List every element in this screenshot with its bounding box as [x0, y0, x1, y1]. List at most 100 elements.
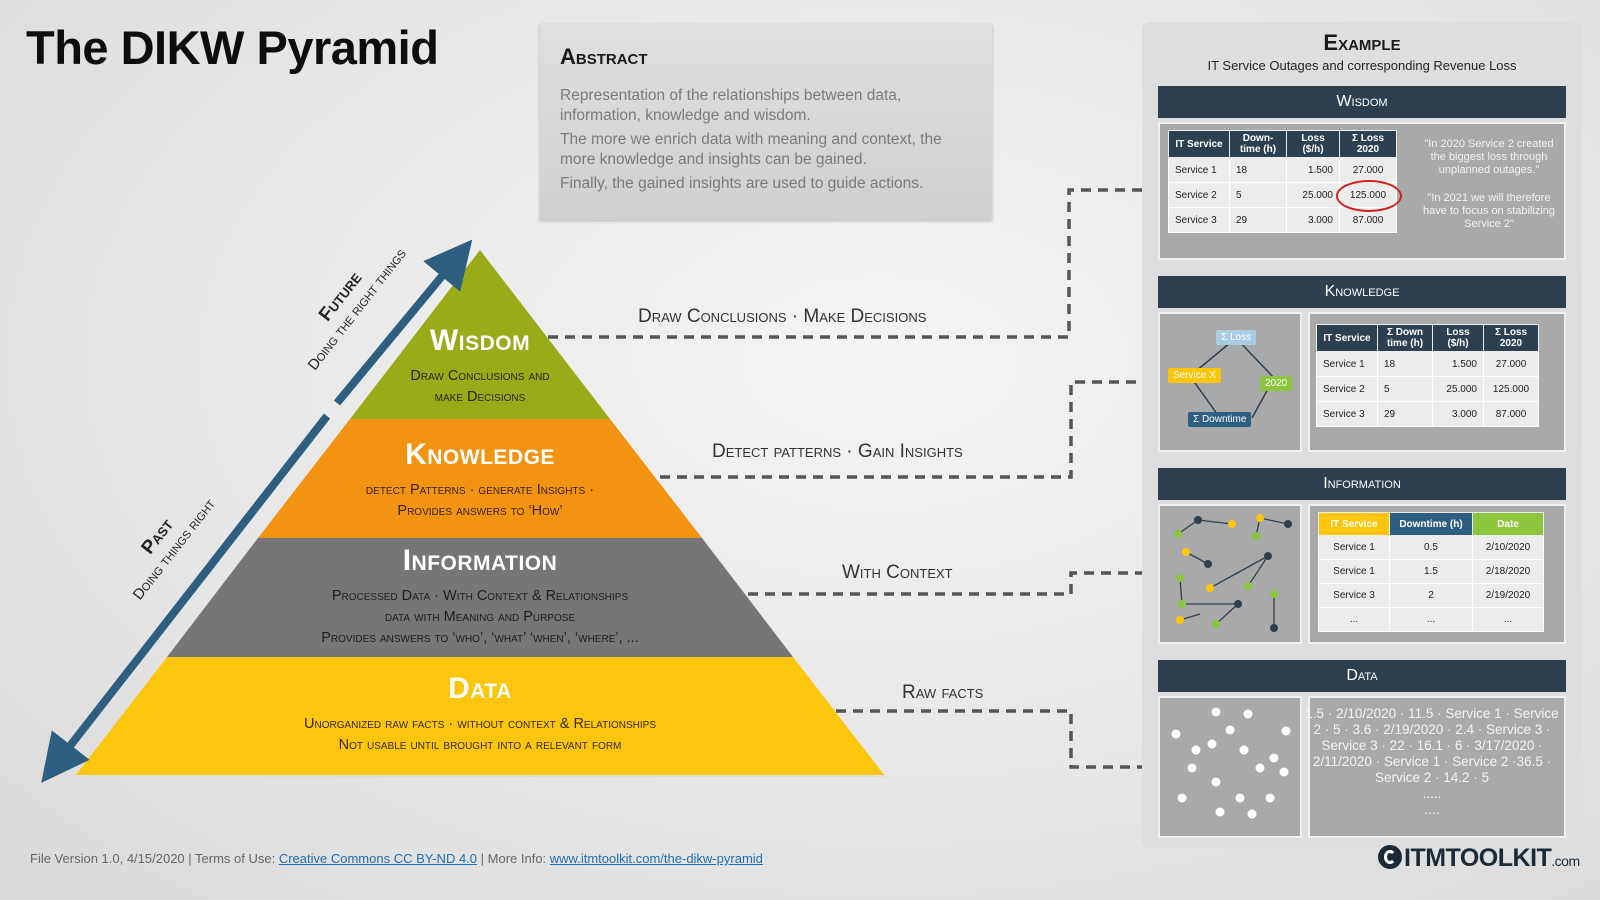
information-header-downtime: Downtime (h) — [1389, 512, 1473, 536]
data-line-2: Not usable until brought into a relevant… — [338, 737, 622, 753]
example-wisdom-box: IT Service Down-time (h) Loss ($/h) Σ Lo… — [1158, 122, 1566, 260]
table-cell: Service 1 — [1318, 535, 1390, 560]
table-cell: Service 3 — [1318, 583, 1390, 608]
information-title: Information — [402, 544, 558, 577]
table-cell: 0.5 — [1389, 535, 1473, 560]
data-title: Data — [448, 672, 512, 705]
table-cell: Service 2 — [1168, 182, 1230, 208]
information-line-1: Processed Data · With Context & Relation… — [331, 588, 629, 604]
node-service-x: Service X — [1168, 368, 1221, 383]
wisdom-title: Wisdom — [429, 324, 531, 357]
raw-data-text: 1.5 · 2/10/2020 · 11.5 · Service 1 · Ser… — [1300, 706, 1564, 818]
connector-wisdom — [548, 188, 1142, 339]
information-header-date: Date — [1472, 512, 1544, 536]
table-cell: Service 1 — [1168, 157, 1230, 183]
knowledge-header-sum-loss: Σ Loss 2020 — [1483, 324, 1539, 352]
knowledge-line-2: Provides answers to ‘How’ — [397, 503, 563, 519]
raw-data-ellipsis-2: .... — [1424, 802, 1440, 817]
table-row: Service 3 29 3.000 87.000 — [1316, 401, 1539, 427]
wisdom-quote-2: "In 2021 we will therefore have to focus… — [1422, 192, 1556, 230]
table-cell: ... — [1472, 607, 1544, 632]
table-cell: Service 3 — [1316, 401, 1378, 427]
abstract-paragraph-3: Finally, the gained insights are used to… — [560, 175, 924, 192]
table-row: Service 1 18 1.500 27.000 — [1168, 157, 1397, 183]
example-title: Example — [1323, 30, 1401, 55]
node-2020: 2020 — [1260, 376, 1293, 391]
table-cell: Service 3 — [1168, 207, 1230, 233]
table-cell: 87.000 — [1483, 401, 1539, 427]
information-table: IT Service Downtime (h) Date Service 1 0… — [1318, 512, 1544, 632]
information-graph-box — [1158, 504, 1302, 644]
table-cell: 25.000 — [1432, 376, 1484, 402]
connector-data — [836, 709, 1142, 769]
data-scatter-dots — [1171, 707, 1291, 819]
table-row: Service 2 5 25.000 125.000 — [1316, 376, 1539, 402]
abstract-paragraph-2: The more we enrich data with meaning and… — [560, 131, 942, 168]
table-cell: 3.000 — [1286, 207, 1340, 233]
connector-knowledge — [660, 380, 1142, 479]
wisdom-block: Wisdom Draw Conclusions and make Decisio… — [360, 324, 600, 408]
knowledge-graph-box: Σ Loss Service X 2020 Σ Downtime — [1158, 312, 1302, 452]
label-draw-conclusions: Draw Conclusions · Make Decisions — [638, 306, 927, 327]
table-cell: ... — [1318, 607, 1390, 632]
information-line-2: data with Meaning and Purpose — [384, 609, 576, 625]
knowledge-block: Knowledge detect Patterns · generate Ins… — [280, 438, 680, 522]
itmtoolkit-logo: ITMTOOLKIT.com — [1378, 844, 1580, 873]
data-line-1: Unorganized raw facts · without context … — [304, 716, 656, 732]
table-row: Service 1 18 1.500 27.000 — [1316, 351, 1539, 377]
table-row: Service 3 2 2/19/2020 — [1318, 583, 1544, 608]
example-panel: Example IT Service Outages and correspon… — [1142, 22, 1582, 848]
wisdom-header-sum-loss: Σ Loss 2020 — [1339, 130, 1397, 158]
table-cell: Service 1 — [1318, 559, 1390, 584]
abstract-box: Abstract Representation of the relations… — [540, 24, 992, 220]
information-network — [1174, 514, 1292, 632]
information-block: Information Processed Data · With Contex… — [230, 544, 730, 649]
table-cell: 2 — [1389, 583, 1473, 608]
table-cell: ... — [1389, 607, 1473, 632]
table-row: ... ... ... — [1318, 607, 1544, 632]
knowledge-title: Knowledge — [405, 438, 555, 471]
wrench-icon — [1378, 845, 1402, 869]
table-cell: 2/10/2020 — [1472, 535, 1544, 560]
license-link[interactable]: Creative Commons CC BY-ND 4.0 — [278, 851, 478, 866]
wisdom-header-downtime: Down-time (h) — [1229, 130, 1287, 158]
highlighted-cell: 125.000 — [1336, 180, 1402, 212]
raw-data-ellipsis-1: ..... — [1422, 786, 1442, 801]
pyramid-wisdom-layer — [350, 250, 610, 419]
table-cell: 25.000 — [1286, 182, 1340, 208]
table-cell: 27.000 — [1339, 157, 1397, 183]
information-table-box: IT Service Downtime (h) Date Service 1 0… — [1308, 504, 1566, 644]
table-cell: 27.000 — [1483, 351, 1539, 377]
wisdom-table: IT Service Down-time (h) Loss ($/h) Σ Lo… — [1168, 130, 1402, 233]
example-knowledge-band: Knowledge — [1158, 276, 1566, 308]
wisdom-line-1: Draw Conclusions and — [410, 368, 550, 384]
wisdom-header-service: IT Service — [1168, 130, 1230, 158]
abstract-paragraph-1: Representation of the relationships betw… — [560, 87, 902, 124]
table-row: Service 1 0.5 2/10/2020 — [1318, 535, 1544, 560]
table-cell: 3.000 — [1432, 401, 1484, 427]
table-cell: 2/18/2020 — [1472, 559, 1544, 584]
logo-text: ITMTOOLKIT — [1404, 844, 1552, 872]
example-subtitle: IT Service Outages and corresponding Rev… — [1207, 58, 1517, 73]
table-cell: 2/19/2020 — [1472, 583, 1544, 608]
table-cell: 125.000 — [1483, 376, 1539, 402]
data-block: Data Unorganized raw facts · without con… — [180, 672, 780, 756]
pyramid-knowledge-layer — [258, 419, 702, 538]
raw-data-values: 1.5 · 2/10/2020 · 11.5 · Service 1 · Ser… — [1305, 706, 1559, 785]
table-row: Service 3 29 3.000 87.000 — [1168, 207, 1397, 233]
more-info-link[interactable]: www.itmtoolkit.com/the-dikw-pyramid — [549, 851, 763, 866]
footer-version-text: File Version 1.0, 4/15/2020 | Terms of U… — [30, 851, 279, 866]
example-wisdom-band: Wisdom — [1158, 86, 1566, 118]
knowledge-header-loss: Loss ($/h) — [1432, 324, 1484, 352]
table-cell: 1.5 — [1389, 559, 1473, 584]
past-arrow — [41, 413, 331, 783]
wisdom-header-loss: Loss ($/h) — [1286, 130, 1340, 158]
logo-suffix: .com — [1551, 853, 1580, 869]
data-dots-box — [1158, 696, 1302, 838]
node-sum-loss: Σ Loss — [1216, 330, 1257, 345]
table-cell: 1.500 — [1286, 157, 1340, 183]
table-cell: 18 — [1377, 351, 1433, 377]
node-sum-downtime: Σ Downtime — [1188, 412, 1252, 427]
knowledge-table: IT Service Σ Down time (h) Loss ($/h) Σ … — [1316, 324, 1539, 427]
